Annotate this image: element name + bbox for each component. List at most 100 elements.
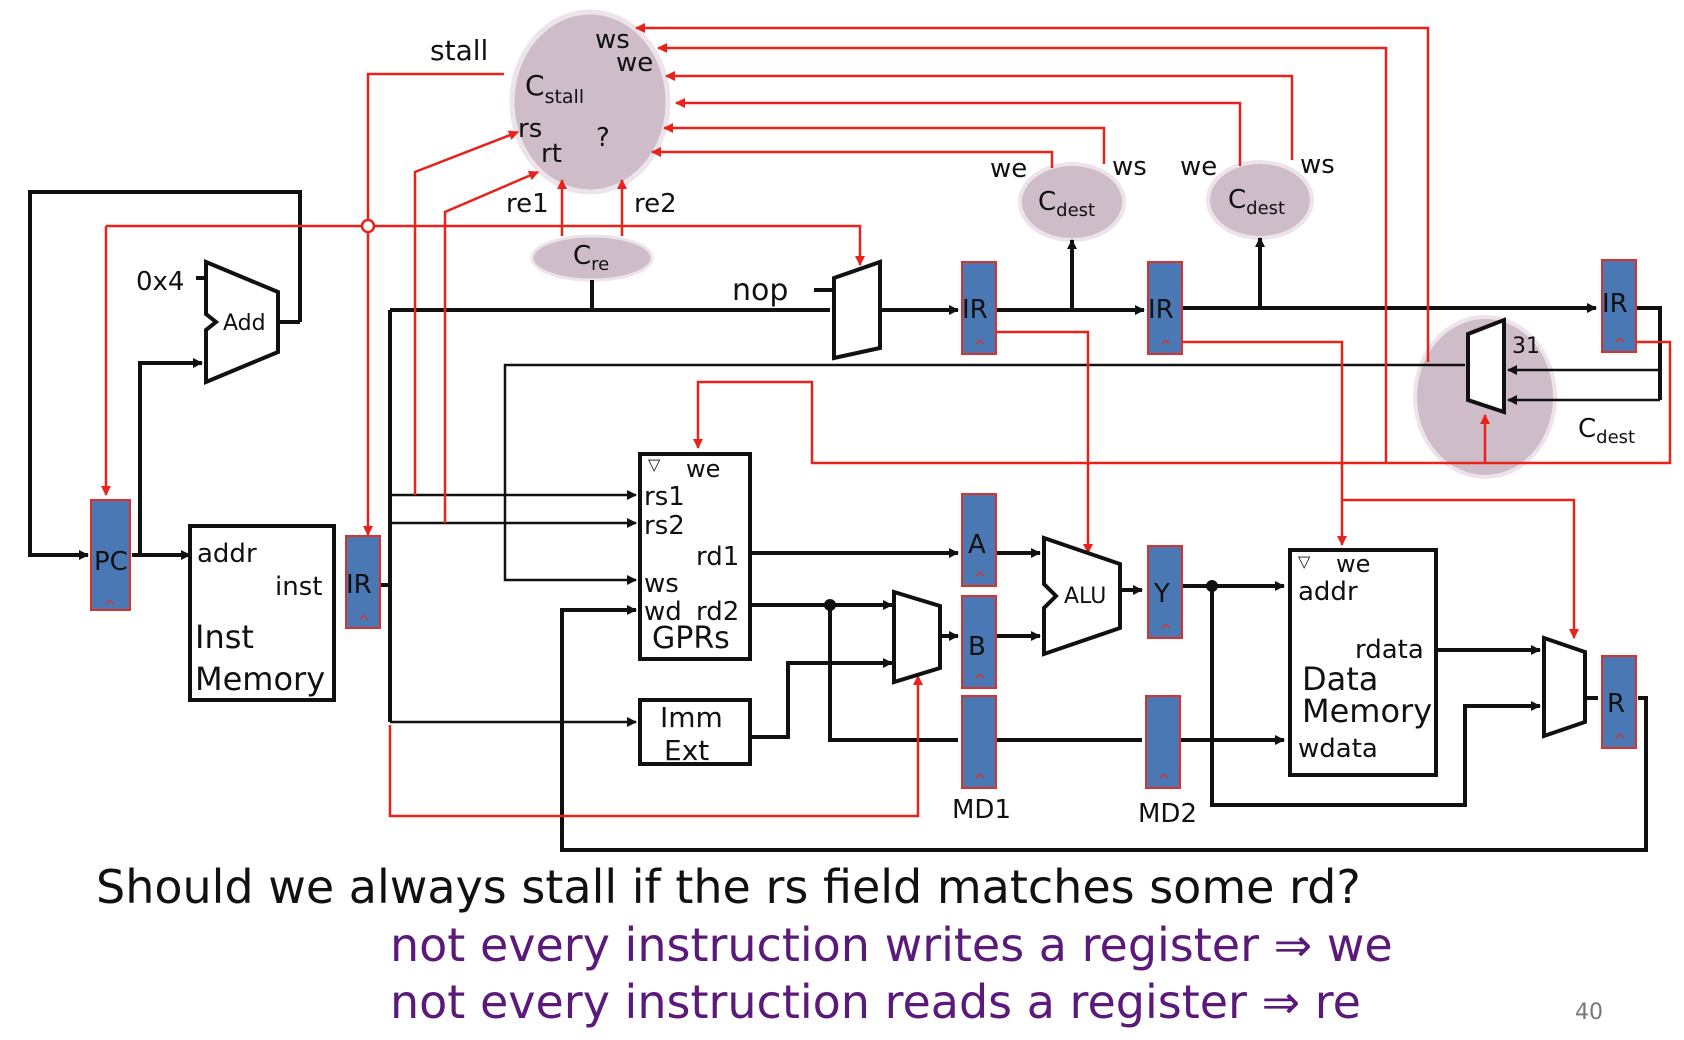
adder-const-label: 0x4 xyxy=(136,267,184,297)
b-operand-mux xyxy=(892,589,942,685)
ir-decode-register: IR ^ xyxy=(961,261,997,356)
gprs-register-file: ▽ we rs1 rs2 rd1 ws wd rd2 GPRs xyxy=(638,452,752,661)
cdest3-label-sub: dest xyxy=(1596,427,1635,448)
gprs-name: GPRs xyxy=(652,621,730,656)
cstall-label-sub: stall xyxy=(545,86,585,108)
cstall-we-port: we xyxy=(616,48,653,78)
cdest2-label-sub: dest xyxy=(1246,198,1285,219)
data-memory-we-port: we xyxy=(1336,550,1370,578)
md2-register-label: MD2 xyxy=(1138,799,1197,829)
gprs-wd-port: wd xyxy=(644,597,682,627)
page-number: 40 xyxy=(1575,1000,1603,1025)
cre-label-sub: re xyxy=(591,254,609,275)
gprs-rd1-port: rd1 xyxy=(696,542,739,572)
gprs-ws-port: ws xyxy=(644,569,679,599)
slide-question: Should we always stall if the rs field m… xyxy=(96,860,1361,914)
gprs-clock-symbol: ▽ xyxy=(648,455,661,474)
inst-memory-inst-port: inst xyxy=(275,572,322,602)
y-register-tick: ^ xyxy=(1159,621,1172,640)
b-register: B ^ xyxy=(961,595,997,690)
inst-memory-name-line2: Memory xyxy=(195,660,325,698)
svg-text:Cdest: Cdest xyxy=(1578,414,1635,448)
cdest1-ws-label: ws xyxy=(1112,152,1147,182)
ir-fetch-label: IR xyxy=(346,570,372,600)
ir-fetch-register: IR ^ xyxy=(345,535,381,631)
svg-text:Cstall: Cstall xyxy=(525,69,584,108)
imm-ext-line1: Imm xyxy=(660,701,723,734)
a-register-label: A xyxy=(968,530,986,560)
gprs-rs2-port: rs2 xyxy=(644,511,685,541)
cdest2-label-main: C xyxy=(1228,185,1246,215)
junction-dots xyxy=(824,580,1218,611)
alu-label: ALU xyxy=(1064,584,1106,609)
imm-ext: Imm Ext xyxy=(638,698,752,767)
slide-answer-re: not every instruction reads a register ⇒… xyxy=(390,975,1361,1029)
adder-label: Add xyxy=(223,311,266,336)
cstall-question-mark: ? xyxy=(596,123,610,153)
r-register-tick: ^ xyxy=(1613,731,1626,750)
nop-mux xyxy=(832,259,882,361)
stall-label: stall xyxy=(430,34,488,67)
cre-label-main: C xyxy=(573,241,591,271)
re2-label: re2 xyxy=(634,189,677,219)
y-register-label: Y xyxy=(1153,579,1170,609)
md2-register: ^ xyxy=(1145,695,1181,790)
cdest1-label-sub: dest xyxy=(1056,200,1095,221)
stall-junction xyxy=(360,218,376,234)
inst-memory-addr-port: addr xyxy=(197,539,257,569)
dest-mux xyxy=(1466,317,1506,415)
pc-register-tick: ^ xyxy=(103,597,116,616)
md1-register-tick: ^ xyxy=(973,771,986,790)
svg-text:Cdest: Cdest xyxy=(1038,187,1095,221)
pc-register-label: PC xyxy=(94,547,128,577)
r-register: R ^ xyxy=(1601,655,1637,750)
ir-execute-label: IR xyxy=(1148,295,1174,325)
writeback-mux xyxy=(1542,635,1587,739)
imm-ext-line2: Ext xyxy=(664,734,709,767)
ir-execute-register: IR ^ xyxy=(1147,261,1183,356)
ir-writeback-register: IR ^ xyxy=(1601,259,1637,354)
b-register-label: B xyxy=(968,632,986,662)
gprs-rs1-port: rs1 xyxy=(644,482,685,512)
data-memory-wdata-port: wdata xyxy=(1298,734,1378,764)
alu: ALU xyxy=(1042,535,1122,657)
md2-register-tick: ^ xyxy=(1157,771,1170,790)
cstall-rt-port: rt xyxy=(541,139,562,169)
cdest3-label-main: C xyxy=(1578,414,1596,444)
cdest-execute-unit: Cdest xyxy=(1206,160,1314,240)
gprs-rd2-port: rd2 xyxy=(696,597,739,627)
cdest2-we-label: we xyxy=(1180,152,1217,182)
data-memory-rdata-port: rdata xyxy=(1355,635,1424,665)
pc-register: PC ^ xyxy=(90,499,131,616)
nop-label: nop xyxy=(732,273,788,308)
y-register: Y ^ xyxy=(1147,545,1183,640)
cstall-ws-port: ws xyxy=(595,25,630,55)
ir-execute-tick: ^ xyxy=(1159,337,1172,356)
data-memory-name-line1: Data xyxy=(1302,660,1378,698)
cstall-control-unit: Cstall ws we rs rt ? xyxy=(509,9,671,195)
data-memory-clock-symbol: ▽ xyxy=(1298,552,1311,571)
inst-memory-name-line1: Inst xyxy=(195,618,254,656)
svg-text:Cre: Cre xyxy=(573,241,609,275)
cre-control-unit: Cre xyxy=(530,234,654,282)
r-register-label: R xyxy=(1607,689,1625,719)
svg-text:Cdest: Cdest xyxy=(1228,185,1285,219)
re1-label: re1 xyxy=(506,189,549,219)
ir-fetch-tick: ^ xyxy=(357,612,370,631)
data-memory: ▽ we addr rdata Data Memory wdata xyxy=(1288,548,1438,777)
a-register-tick: ^ xyxy=(973,569,986,588)
ir-writeback-label: IR xyxy=(1602,289,1628,319)
pc-adder: Add xyxy=(204,259,280,385)
cdest-decode-unit: Cdest xyxy=(1018,162,1126,242)
cstall-label-main: C xyxy=(525,69,545,102)
data-memory-name-line2: Memory xyxy=(1302,692,1432,730)
cdest3-31-label: 31 xyxy=(1512,334,1540,359)
inst-memory: addr inst Inst Memory xyxy=(188,524,336,702)
md1-register: ^ xyxy=(961,695,997,790)
control-wires xyxy=(101,23,1672,818)
data-memory-addr-port: addr xyxy=(1298,577,1358,607)
ir-writeback-tick: ^ xyxy=(1613,335,1626,354)
datapath-wires xyxy=(28,190,1662,852)
cdest2-ws-label: ws xyxy=(1300,150,1335,180)
